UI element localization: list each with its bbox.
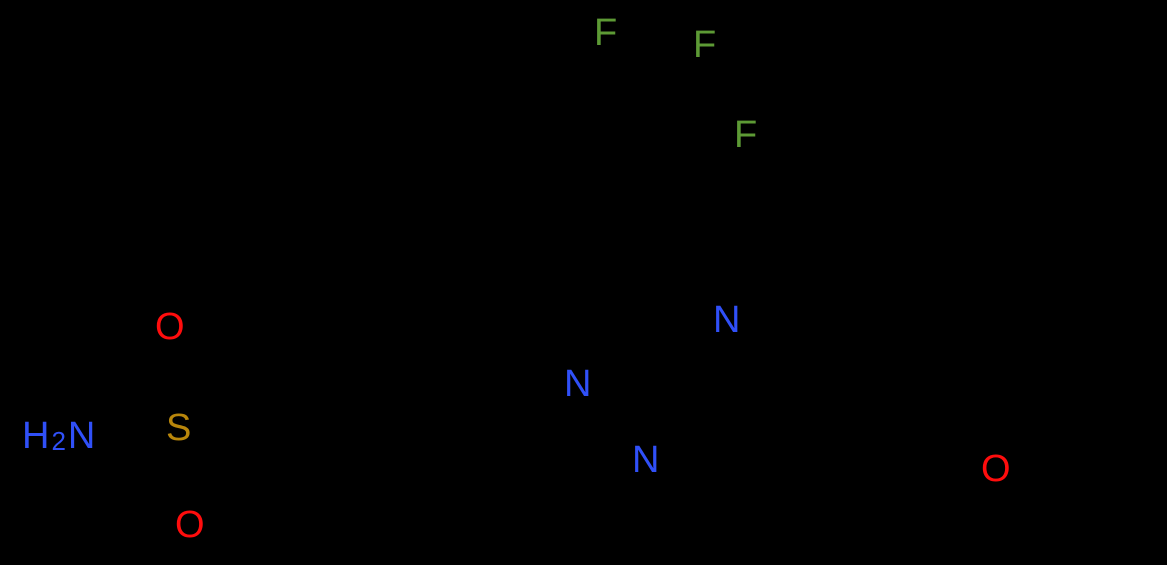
fluorine-symbol: F <box>594 12 618 54</box>
oxygen-symbol: O <box>155 306 185 348</box>
fluorine-3-label: F <box>734 116 757 154</box>
fluorine-symbol: F <box>734 114 758 156</box>
nitrogen-symbol: N <box>632 439 660 481</box>
amine-nh2-label: H2N <box>22 417 95 455</box>
fluorine-2-label: F <box>693 26 716 64</box>
nitrogen-symbol: N <box>564 363 592 405</box>
nitrogen-symbol: N <box>713 299 741 341</box>
ring-nitrogen-left-label: N <box>564 365 591 403</box>
sulfonyl-oxygen-top-label: O <box>155 308 185 346</box>
sulfur-label: S <box>166 409 191 447</box>
hydrogen-count-subscript: 2 <box>51 426 66 456</box>
oxygen-symbol: O <box>175 504 205 546</box>
sulfur-symbol: S <box>166 407 192 449</box>
ring-nitrogen-right-label: N <box>713 301 740 339</box>
sulfonyl-oxygen-bottom-label: O <box>175 506 205 544</box>
ether-oxygen-label: O <box>981 450 1011 488</box>
hydrogen-symbol: H <box>22 415 50 457</box>
ring-nitrogen-bottom-label: N <box>632 441 659 479</box>
nitrogen-symbol: N <box>67 415 96 457</box>
oxygen-symbol: O <box>981 448 1011 490</box>
fluorine-1-label: F <box>594 14 617 52</box>
fluorine-symbol: F <box>693 24 717 66</box>
